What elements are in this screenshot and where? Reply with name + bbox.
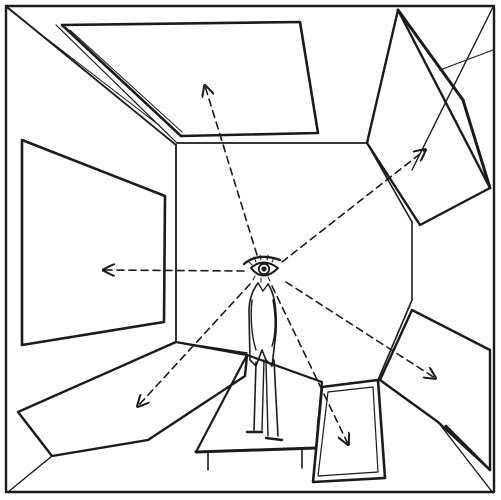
right-upper-wall-panel — [365, 8, 494, 227]
right-lower-wall-panel — [378, 308, 492, 472]
ceiling-panel — [60, 20, 320, 138]
standing-figure — [245, 282, 284, 442]
left-wall-panel — [20, 138, 167, 347]
sight-arrow-lower-right — [285, 281, 435, 378]
outer-frame — [4, 4, 496, 494]
ceiling-panel-bevel — [69, 29, 183, 133]
back-wall — [175, 142, 413, 388]
table — [194, 353, 324, 471]
sight-arrow-up — [205, 86, 258, 256]
sight-lines — [104, 86, 435, 444]
sight-arrow-left — [104, 270, 245, 271]
floor-left-panel — [16, 340, 249, 458]
giant-eye-icon — [242, 254, 282, 283]
room-edges — [6, 6, 494, 494]
sight-arrow-upper-right — [281, 150, 425, 263]
floor-right-panel — [311, 378, 387, 484]
sight-arrow-down — [271, 285, 348, 444]
sight-arrow-lower-left — [138, 283, 251, 406]
